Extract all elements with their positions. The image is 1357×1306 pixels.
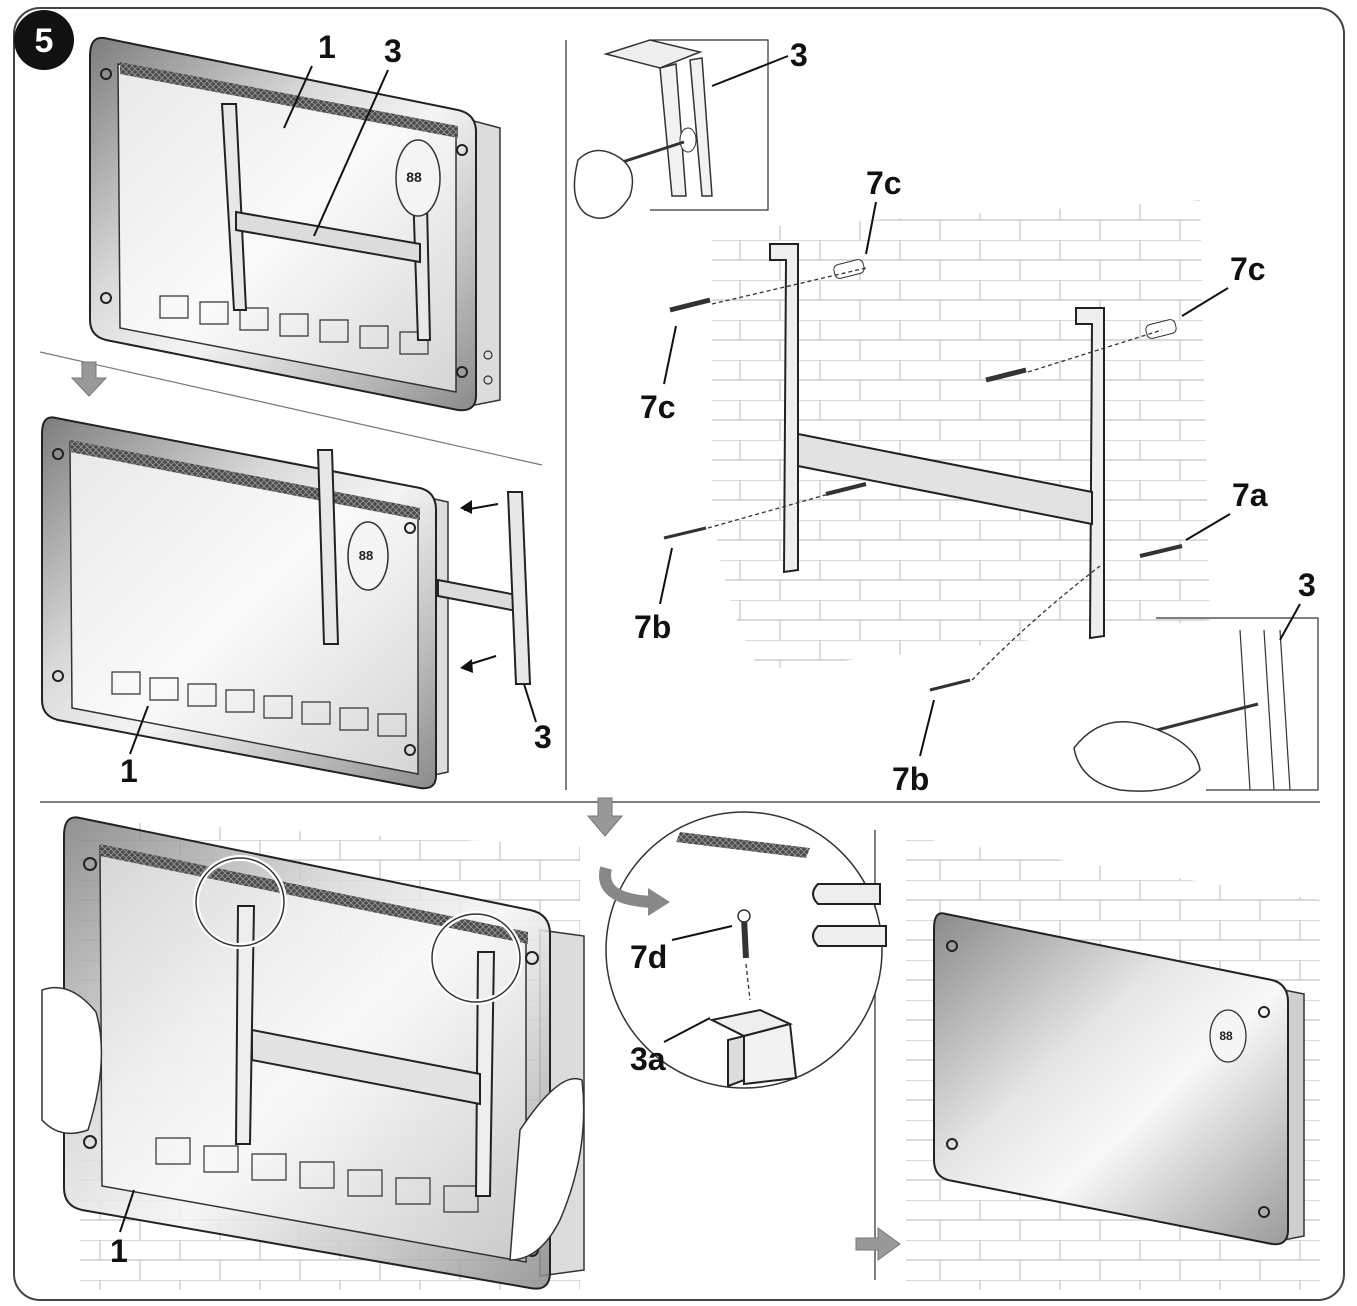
- display-digits-b: 88: [359, 548, 373, 563]
- label-panel-1-a: 1: [318, 29, 336, 65]
- hand-icon-2: [1073, 720, 1201, 792]
- heater-bottom-vents: [159, 295, 429, 355]
- down-arrow-icon-center: [586, 797, 624, 837]
- label-3a: 3a: [630, 1041, 666, 1077]
- mount-bracket-3-attached: [220, 103, 432, 341]
- hand-icon: [573, 149, 634, 219]
- step-badge: 5: [14, 10, 74, 70]
- label-panel-1-b: 1: [120, 753, 138, 789]
- display-circle-b: 88: [347, 521, 389, 591]
- rotate-arrow-icon: [599, 866, 655, 908]
- mounted-heater-glass: [933, 912, 1289, 1246]
- label-bracket-3-detail-2: 3: [1298, 567, 1316, 603]
- mount-bracket-3-detached: [437, 491, 532, 685]
- hand-left-icon: [41, 986, 103, 1135]
- wall-plugs-and-screws: [663, 259, 1183, 692]
- right-arrow-icon: [855, 1227, 901, 1261]
- label-bracket-3-a: 3: [384, 33, 402, 69]
- detail-inset-top: 3: [573, 37, 808, 219]
- panel-wall-mount: 3 3: [573, 37, 1319, 797]
- label-7c-top: 7c: [866, 165, 902, 201]
- bracket-left-leg-b: [316, 449, 340, 645]
- label-panel-1-d: 1: [110, 1233, 128, 1269]
- panel-mounted: 88: [906, 836, 1320, 1290]
- mounted-display-digits: 88: [1219, 1029, 1233, 1043]
- detail-inset-bottom: 3: [1073, 567, 1319, 792]
- label-7c-left: 7c: [640, 389, 676, 425]
- heater-bottom-vents-d: [155, 1137, 479, 1213]
- down-arrow-icon: [70, 361, 108, 397]
- screw-7d: [737, 909, 751, 1001]
- hook-3a: [708, 1008, 798, 1088]
- label-bracket-3-b: 3: [534, 719, 552, 755]
- display-circle: 88: [395, 139, 441, 217]
- hand-right-icon: [509, 1077, 585, 1261]
- label-7b-bottom: 7b: [892, 761, 929, 797]
- label-7a: 7a: [1232, 477, 1268, 513]
- panel-heater-detach: 88 1 3: [41, 416, 552, 790]
- label-bracket-3-detail: 3: [790, 37, 808, 73]
- mounted-display: 88: [1209, 1009, 1247, 1063]
- panel-heater-back: 88 1 3: [89, 29, 501, 412]
- wall-bracket: [769, 243, 1105, 640]
- divider-diagonal-left: [39, 351, 543, 466]
- bracket-end-pieces: [812, 883, 887, 947]
- label-7b-left: 7b: [634, 609, 671, 645]
- pull-arrows: [460, 500, 499, 673]
- heater-bottom-vents-b: [111, 671, 407, 737]
- label-7d: 7d: [630, 939, 667, 975]
- wall-bracket-d: [234, 905, 496, 1197]
- step-number: 5: [35, 22, 54, 60]
- panel-detail-fix: 7d 3a: [599, 811, 887, 1089]
- panel-hang-heater: 1: [41, 816, 585, 1290]
- heater-top-grille: [120, 62, 458, 138]
- label-7c-right: 7c: [1230, 251, 1266, 287]
- display-digits: 88: [406, 169, 422, 185]
